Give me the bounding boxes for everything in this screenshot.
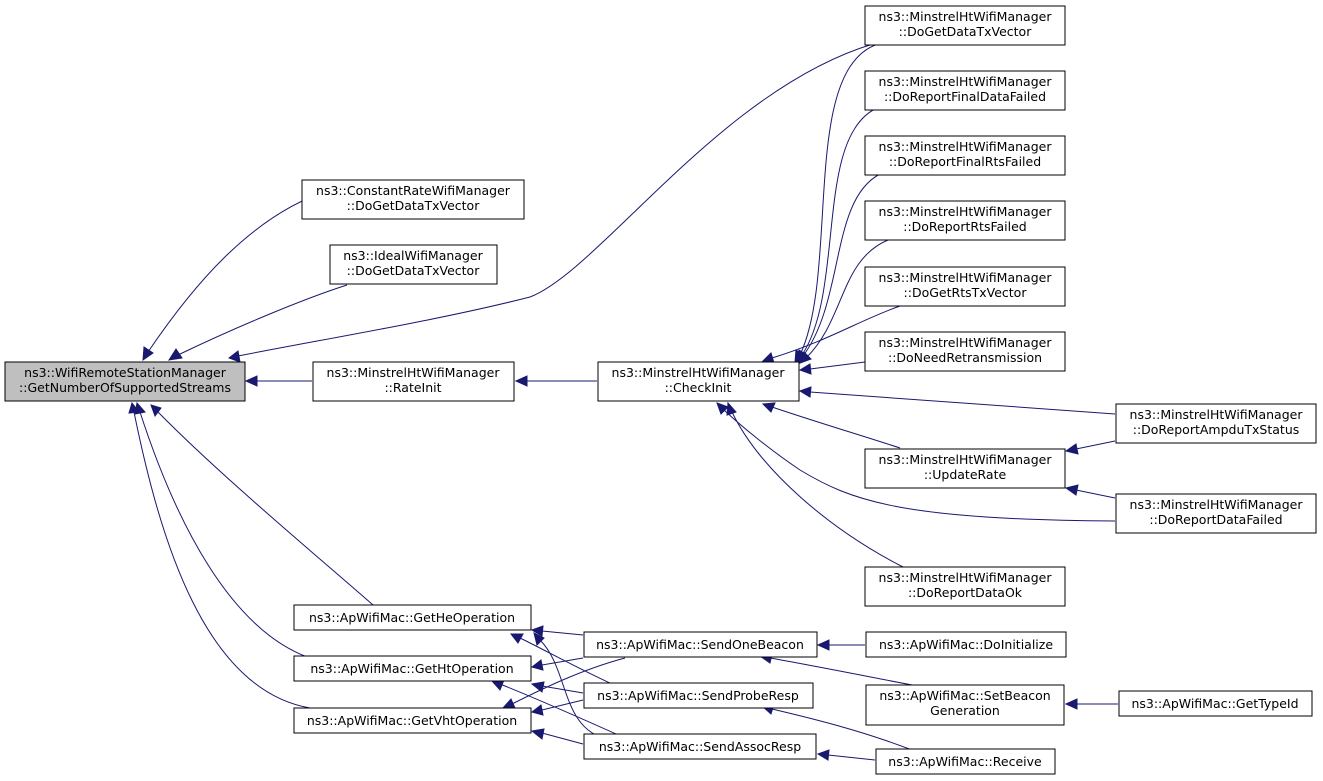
node-dratx-line-2: ::DoReportAmpduTxStatus	[1133, 422, 1300, 437]
node-gheop-label: ns3::ApWifiMac::GetHeOperation	[309, 610, 515, 625]
node-drfdf-line-1: ns3::MinstrelHtWifiManager	[879, 74, 1053, 89]
node-iwm-line-1: ns3::IdealWifiManager	[343, 248, 483, 263]
node-spr-label: ns3::ApWifiMac::SendProbeResp	[597, 688, 799, 703]
edge-dgdtx-to-root	[227, 43, 874, 363]
edge-sar-to-gvhtop	[530, 728, 584, 745]
node-dgrtx-line-1: ns3::MinstrelHtWifiManager	[879, 270, 1053, 285]
node-drfdf-line-2: ::DoReportFinalDataFailed	[884, 89, 1046, 104]
node-drdf-line-1: ns3::MinstrelHtWifiManager	[1130, 497, 1304, 512]
edge-sob-to-ghtop	[530, 657, 584, 671]
node-ap-send-probe-resp[interactable]: ns3::ApWifiMac::SendProbeResp	[583, 682, 814, 709]
node-minstrel-do-report-rts-failed[interactable]: ns3::MinstrelHtWifiManager ::DoReportRts…	[864, 200, 1066, 241]
edge-checkinit-to-rateinit	[514, 375, 597, 387]
edge-rateinit-to-root	[244, 375, 312, 387]
node-root-line-1: ns3::WifiRemoteStationManager	[24, 365, 227, 380]
node-drrf-line-2: ::DoReportRtsFailed	[903, 219, 1027, 234]
edge-gtid-to-sbg	[1064, 698, 1118, 710]
node-rateinit-line-2: ::RateInit	[384, 380, 441, 395]
node-crw-line-1: ns3::ConstantRateWifiManager	[316, 183, 511, 198]
edge-recv-to-sar	[816, 749, 876, 761]
node-drdf-line-2: ::DoReportDataFailed	[1149, 512, 1282, 527]
node-root-line-2: ::GetNumberOfSupportedStreams	[19, 380, 231, 395]
node-root[interactable]: ns3::WifiRemoteStationManager ::GetNumbe…	[4, 361, 246, 402]
nodes: ns3::WifiRemoteStationManager ::GetNumbe…	[4, 5, 1317, 775]
node-dgdtx-line-1: ns3::MinstrelHtWifiManager	[879, 9, 1053, 24]
edge-drrf-to-checkinit	[799, 239, 889, 364]
node-recv-label: ns3::ApWifiMac::Receive	[888, 754, 1042, 769]
node-drrf-line-1: ns3::MinstrelHtWifiManager	[879, 204, 1053, 219]
edge-dratx-to-updaterate	[1064, 440, 1116, 455]
node-dgrtx-line-2: ::DoGetRtsTxVector	[904, 285, 1028, 300]
edge-ghtop-to-root	[134, 401, 311, 659]
edge-updaterate-to-checkinit	[761, 402, 901, 449]
node-drfrf-line-1: ns3::MinstrelHtWifiManager	[879, 139, 1053, 154]
edge-doinit-to-sob	[816, 639, 865, 651]
node-drdo-line-1: ns3::MinstrelHtWifiManager	[879, 570, 1053, 585]
node-drdo-line-2: ::DoReportDataOk	[908, 585, 1023, 600]
node-gvhtop-label: ns3::ApWifiMac::GetVhtOperation	[307, 713, 517, 728]
node-minstrel-do-need-retransmission[interactable]: ns3::MinstrelHtWifiManager ::DoNeedRetra…	[864, 331, 1066, 372]
node-sbg-line-2: Generation	[930, 703, 1000, 718]
edges	[128, 43, 1118, 761]
edge-drdf-to-checkinit	[716, 402, 1116, 522]
node-sar-label: ns3::ApWifiMac::SendAssocResp	[599, 739, 801, 754]
edge-spr-to-gvhtop	[530, 699, 584, 716]
edge-gvhtop-to-root	[128, 401, 311, 709]
edge-drdo-to-checkinit	[726, 401, 906, 569]
node-dgdtx-line-2: ::DoGetDataTxVector	[899, 24, 1033, 39]
edge-spr-to-ghtop	[530, 681, 584, 694]
node-updaterate-line-1: ns3::MinstrelHtWifiManager	[879, 452, 1053, 467]
node-minstrel-do-get-rts-tx-vector[interactable]: ns3::MinstrelHtWifiManager ::DoGetRtsTxV…	[864, 266, 1066, 307]
node-sob-label: ns3::ApWifiMac::SendOneBeacon	[596, 637, 804, 652]
node-constant-rate-do-get-data-tx-vector[interactable]: ns3::ConstantRateWifiManager ::DoGetData…	[301, 179, 525, 220]
node-minstrel-do-report-final-rts-failed[interactable]: ns3::MinstrelHtWifiManager ::DoReportFin…	[864, 135, 1066, 176]
edge-dgrtx-to-checkinit	[760, 305, 901, 364]
node-crw-line-2: ::DoGetDataTxVector	[347, 198, 481, 213]
node-drfrf-line-2: ::DoReportFinalRtsFailed	[889, 154, 1041, 169]
node-ghtop-label: ns3::ApWifiMac::GetHtOperation	[310, 661, 513, 676]
node-dnr-line-2: ::DoNeedRetransmission	[888, 350, 1042, 365]
edge-sbg-to-sob	[758, 653, 913, 686]
node-ap-set-beacon-generation[interactable]: ns3::ApWifiMac::SetBeacon Generation	[865, 684, 1065, 726]
node-ap-get-ht-operation[interactable]: ns3::ApWifiMac::GetHtOperation	[293, 655, 532, 682]
edge-drfdf-to-checkinit	[796, 108, 876, 363]
node-minstrel-do-report-final-data-failed[interactable]: ns3::MinstrelHtWifiManager ::DoReportFin…	[864, 70, 1066, 111]
node-minstrel-rate-init[interactable]: ns3::MinstrelHtWifiManager ::RateInit	[312, 361, 515, 402]
node-ideal-do-get-data-tx-vector[interactable]: ns3::IdealWifiManager ::DoGetDataTxVecto…	[329, 244, 498, 285]
edge-iwm-to-root	[167, 284, 348, 361]
node-checkinit-line-1: ns3::MinstrelHtWifiManager	[612, 365, 786, 380]
node-gtid-label: ns3::ApWifiMac::GetTypeId	[1131, 696, 1298, 711]
node-checkinit-line-2: ::CheckInit	[665, 380, 732, 395]
node-minstrel-do-report-data-ok[interactable]: ns3::MinstrelHtWifiManager ::DoReportDat…	[864, 566, 1066, 607]
node-minstrel-update-rate[interactable]: ns3::MinstrelHtWifiManager ::UpdateRate	[864, 448, 1066, 489]
edge-sob-to-gheop	[530, 625, 584, 637]
node-minstrel-do-get-data-tx-vector[interactable]: ns3::MinstrelHtWifiManager ::DoGetDataTx…	[864, 5, 1066, 46]
node-ap-get-vht-operation[interactable]: ns3::ApWifiMac::GetVhtOperation	[293, 707, 532, 734]
node-doinit-label: ns3::ApWifiMac::DoInitialize	[879, 637, 1053, 652]
edge-gheop-to-root	[150, 404, 374, 606]
node-ap-get-type-id[interactable]: ns3::ApWifiMac::GetTypeId	[1118, 690, 1313, 717]
node-dratx-line-1: ns3::MinstrelHtWifiManager	[1130, 407, 1304, 422]
node-minstrel-do-report-data-failed[interactable]: ns3::MinstrelHtWifiManager ::DoReportDat…	[1115, 493, 1317, 534]
node-minstrel-do-report-ampdu-tx-status[interactable]: ns3::MinstrelHtWifiManager ::DoReportAmp…	[1115, 403, 1317, 444]
node-rateinit-line-1: ns3::MinstrelHtWifiManager	[327, 365, 501, 380]
node-minstrel-check-init[interactable]: ns3::MinstrelHtWifiManager ::CheckInit	[597, 361, 800, 402]
node-ap-get-he-operation[interactable]: ns3::ApWifiMac::GetHeOperation	[293, 604, 532, 631]
edge-crw-to-root	[142, 189, 331, 362]
node-updaterate-line-2: ::UpdateRate	[924, 467, 1007, 482]
node-ap-do-initialize[interactable]: ns3::ApWifiMac::DoInitialize	[865, 631, 1067, 658]
node-dnr-line-1: ns3::MinstrelHtWifiManager	[879, 335, 1053, 350]
node-ap-send-one-beacon[interactable]: ns3::ApWifiMac::SendOneBeacon	[583, 631, 818, 658]
node-iwm-line-2: ::DoGetDataTxVector	[347, 263, 481, 278]
node-sbg-line-1: ns3::ApWifiMac::SetBeacon	[879, 688, 1050, 703]
edge-dratx-to-checkinit	[798, 386, 1116, 415]
node-ap-send-assoc-resp[interactable]: ns3::ApWifiMac::SendAssocResp	[583, 733, 817, 760]
edge-dnr-to-checkinit	[798, 361, 866, 375]
edge-drdf-to-updaterate	[1064, 484, 1116, 499]
node-ap-receive[interactable]: ns3::ApWifiMac::Receive	[875, 748, 1056, 775]
